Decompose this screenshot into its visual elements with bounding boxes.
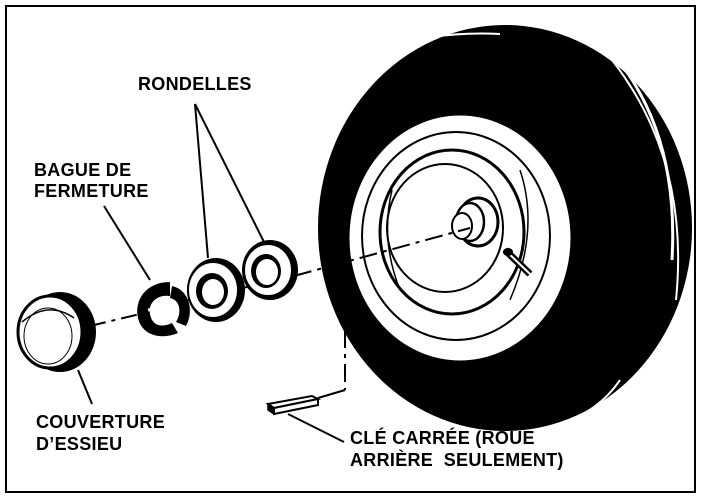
axle-cap	[16, 292, 96, 372]
axle-cap-label-line2: D’ESSIEU	[36, 434, 123, 454]
retaining-ring-label-line2: FERMETURE	[34, 181, 149, 201]
square-key-label-line1: CLÉ CARRÉE (ROUE	[350, 428, 535, 448]
retaining-ring-label-line1: BAGUE DE	[34, 160, 132, 180]
square-key-label-line2: ARRIÈRE SEULEMENT)	[350, 450, 564, 470]
washers-label: RONDELLES	[138, 74, 252, 94]
washer-outer	[242, 240, 298, 300]
retaining-ring	[137, 282, 190, 337]
washer-inner	[187, 258, 245, 322]
leader-lines	[77, 103, 345, 443]
key-guide-line	[317, 262, 346, 399]
axle-cap-label-line1: COUVERTURE	[36, 412, 166, 432]
axle-hub	[451, 196, 500, 248]
square-key	[265, 394, 322, 416]
valve-stem	[502, 247, 533, 277]
